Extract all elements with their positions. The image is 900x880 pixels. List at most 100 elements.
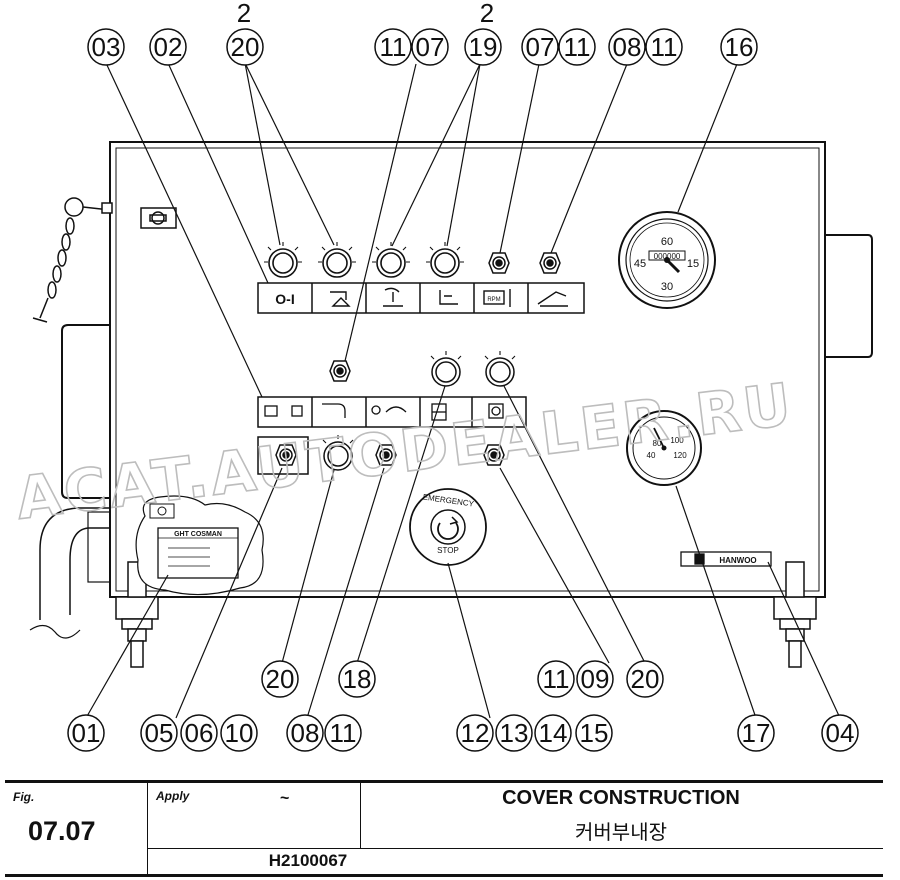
- push-button-5: [483, 444, 505, 466]
- callout-08-a: 08: [608, 28, 646, 66]
- fig-number: 07.07: [28, 816, 96, 846]
- apply-label: Apply: [156, 789, 190, 803]
- svg-text:15: 15: [580, 718, 609, 748]
- lamp-3: [376, 248, 406, 278]
- hour-meter-counter: 000000: [654, 252, 681, 261]
- svg-text:02: 02: [154, 32, 183, 62]
- callout-20-top: 20 2: [226, 0, 264, 66]
- svg-text:06: 06: [185, 718, 214, 748]
- upper-symbol-strip: [257, 282, 585, 314]
- callout-05: 05: [140, 714, 178, 752]
- lamp-5: [431, 357, 461, 387]
- leader-lines: [85, 62, 841, 719]
- temp-mark-80: 80: [653, 439, 662, 448]
- svg-text:12: 12: [461, 718, 490, 748]
- name-plate-title: GHT COSMAN: [174, 531, 222, 538]
- hour-meter-mark-left: 45: [634, 258, 646, 270]
- svg-text:11: 11: [543, 664, 570, 694]
- svg-text:17: 17: [742, 718, 771, 748]
- svg-text:11: 11: [330, 718, 357, 748]
- svg-text:11: 11: [564, 32, 591, 62]
- callout-20-mid-a: 20: [261, 660, 299, 698]
- title-block: Fig. 07.07 Apply ~ COVER CONSTRUCTION 커버…: [0, 780, 900, 880]
- push-button-6: [275, 444, 297, 466]
- middle-symbol-strip: [257, 396, 527, 428]
- upper-lamp-rays: [264, 242, 464, 263]
- title-korean: 커버부내장: [575, 820, 667, 844]
- svg-text:14: 14: [539, 718, 568, 748]
- callout-18: 18: [338, 660, 376, 698]
- serial-number: H2100067: [268, 851, 348, 870]
- temperature-gauge: [626, 410, 702, 486]
- hour-meter-mark-bottom: 30: [661, 281, 673, 293]
- callout-11-d: 11: [324, 714, 362, 752]
- title-english: COVER CONSTRUCTION: [502, 787, 740, 809]
- svg-text:16: 16: [725, 32, 754, 62]
- apply-value: ~: [280, 790, 290, 807]
- temp-mark-100: 100: [670, 436, 684, 445]
- lamp-4: [430, 248, 460, 278]
- key-switch-plate: [140, 207, 177, 229]
- upper-lamps: [268, 248, 460, 278]
- lamp-1: [268, 248, 298, 278]
- svg-text:20: 20: [631, 664, 660, 694]
- lamp-7: [323, 441, 353, 471]
- rpm-symbol: RPM: [487, 297, 500, 303]
- svg-text:08: 08: [613, 32, 642, 62]
- svg-text:05: 05: [145, 718, 174, 748]
- callout-13: 13: [495, 714, 533, 752]
- fig-label: Fig.: [13, 790, 35, 804]
- callouts-mid: 20 18 11 09 20: [261, 660, 664, 698]
- switch-symbol: O-I: [275, 291, 294, 307]
- svg-text:19: 19: [469, 32, 498, 62]
- stop-label: STOP: [437, 546, 459, 555]
- hour-meter-mark-top: 60: [661, 236, 673, 248]
- svg-text:13: 13: [500, 718, 529, 748]
- callout-06: 06: [180, 714, 218, 752]
- callout-08-b: 08: [286, 714, 324, 752]
- svg-text:01: 01: [72, 718, 101, 748]
- callout-07-b: 07: [521, 28, 559, 66]
- title-block-bottom-rule: [5, 874, 883, 877]
- svg-text:07: 07: [416, 32, 445, 62]
- callout-17: 17: [737, 714, 775, 752]
- callout-02: 02: [149, 28, 187, 66]
- lanyard-chain: [32, 197, 113, 323]
- svg-text:08: 08: [291, 718, 320, 748]
- hour-meter-mark-right: 15: [687, 258, 699, 270]
- svg-text:20: 20: [231, 32, 260, 62]
- upper-push-buttons: [488, 252, 561, 274]
- svg-text:11: 11: [380, 32, 407, 62]
- middle-components: [257, 357, 515, 475]
- svg-text:10: 10: [225, 718, 254, 748]
- title-block-divider-2: [360, 783, 361, 849]
- callout-01: 01: [67, 714, 105, 752]
- middle-lamp-rays: [322, 351, 516, 444]
- temp-mark-120: 120: [673, 451, 687, 460]
- mounting-foot-right: [773, 561, 817, 668]
- title-block-divider-1: [147, 783, 148, 874]
- lamp-2: [322, 248, 352, 278]
- lamp-6: [485, 357, 515, 387]
- hour-meter-gauge: [618, 211, 716, 309]
- callout-03: 03: [87, 28, 125, 66]
- callout-10: 10: [220, 714, 258, 752]
- brand-plate-text: HANWOO: [719, 556, 756, 565]
- callout-14: 14: [534, 714, 572, 752]
- callout-20-qty: 2: [237, 0, 251, 28]
- callout-11-mid: 11: [537, 660, 575, 698]
- callout-11-c: 11: [645, 28, 683, 66]
- push-button-2: [539, 252, 561, 274]
- title-block-top-rule: [5, 780, 883, 783]
- name-plate: [135, 495, 264, 596]
- callout-09: 09: [576, 660, 614, 698]
- callout-20-mid-b: 20: [626, 660, 664, 698]
- callout-11-a: 11: [374, 28, 412, 66]
- callout-15: 15: [575, 714, 613, 752]
- callout-11-b: 11: [558, 28, 596, 66]
- brand-plate: [680, 551, 772, 567]
- push-button-3: [329, 360, 351, 382]
- svg-text:04: 04: [826, 718, 855, 748]
- svg-text:03: 03: [92, 32, 121, 62]
- push-button-1: [488, 252, 510, 274]
